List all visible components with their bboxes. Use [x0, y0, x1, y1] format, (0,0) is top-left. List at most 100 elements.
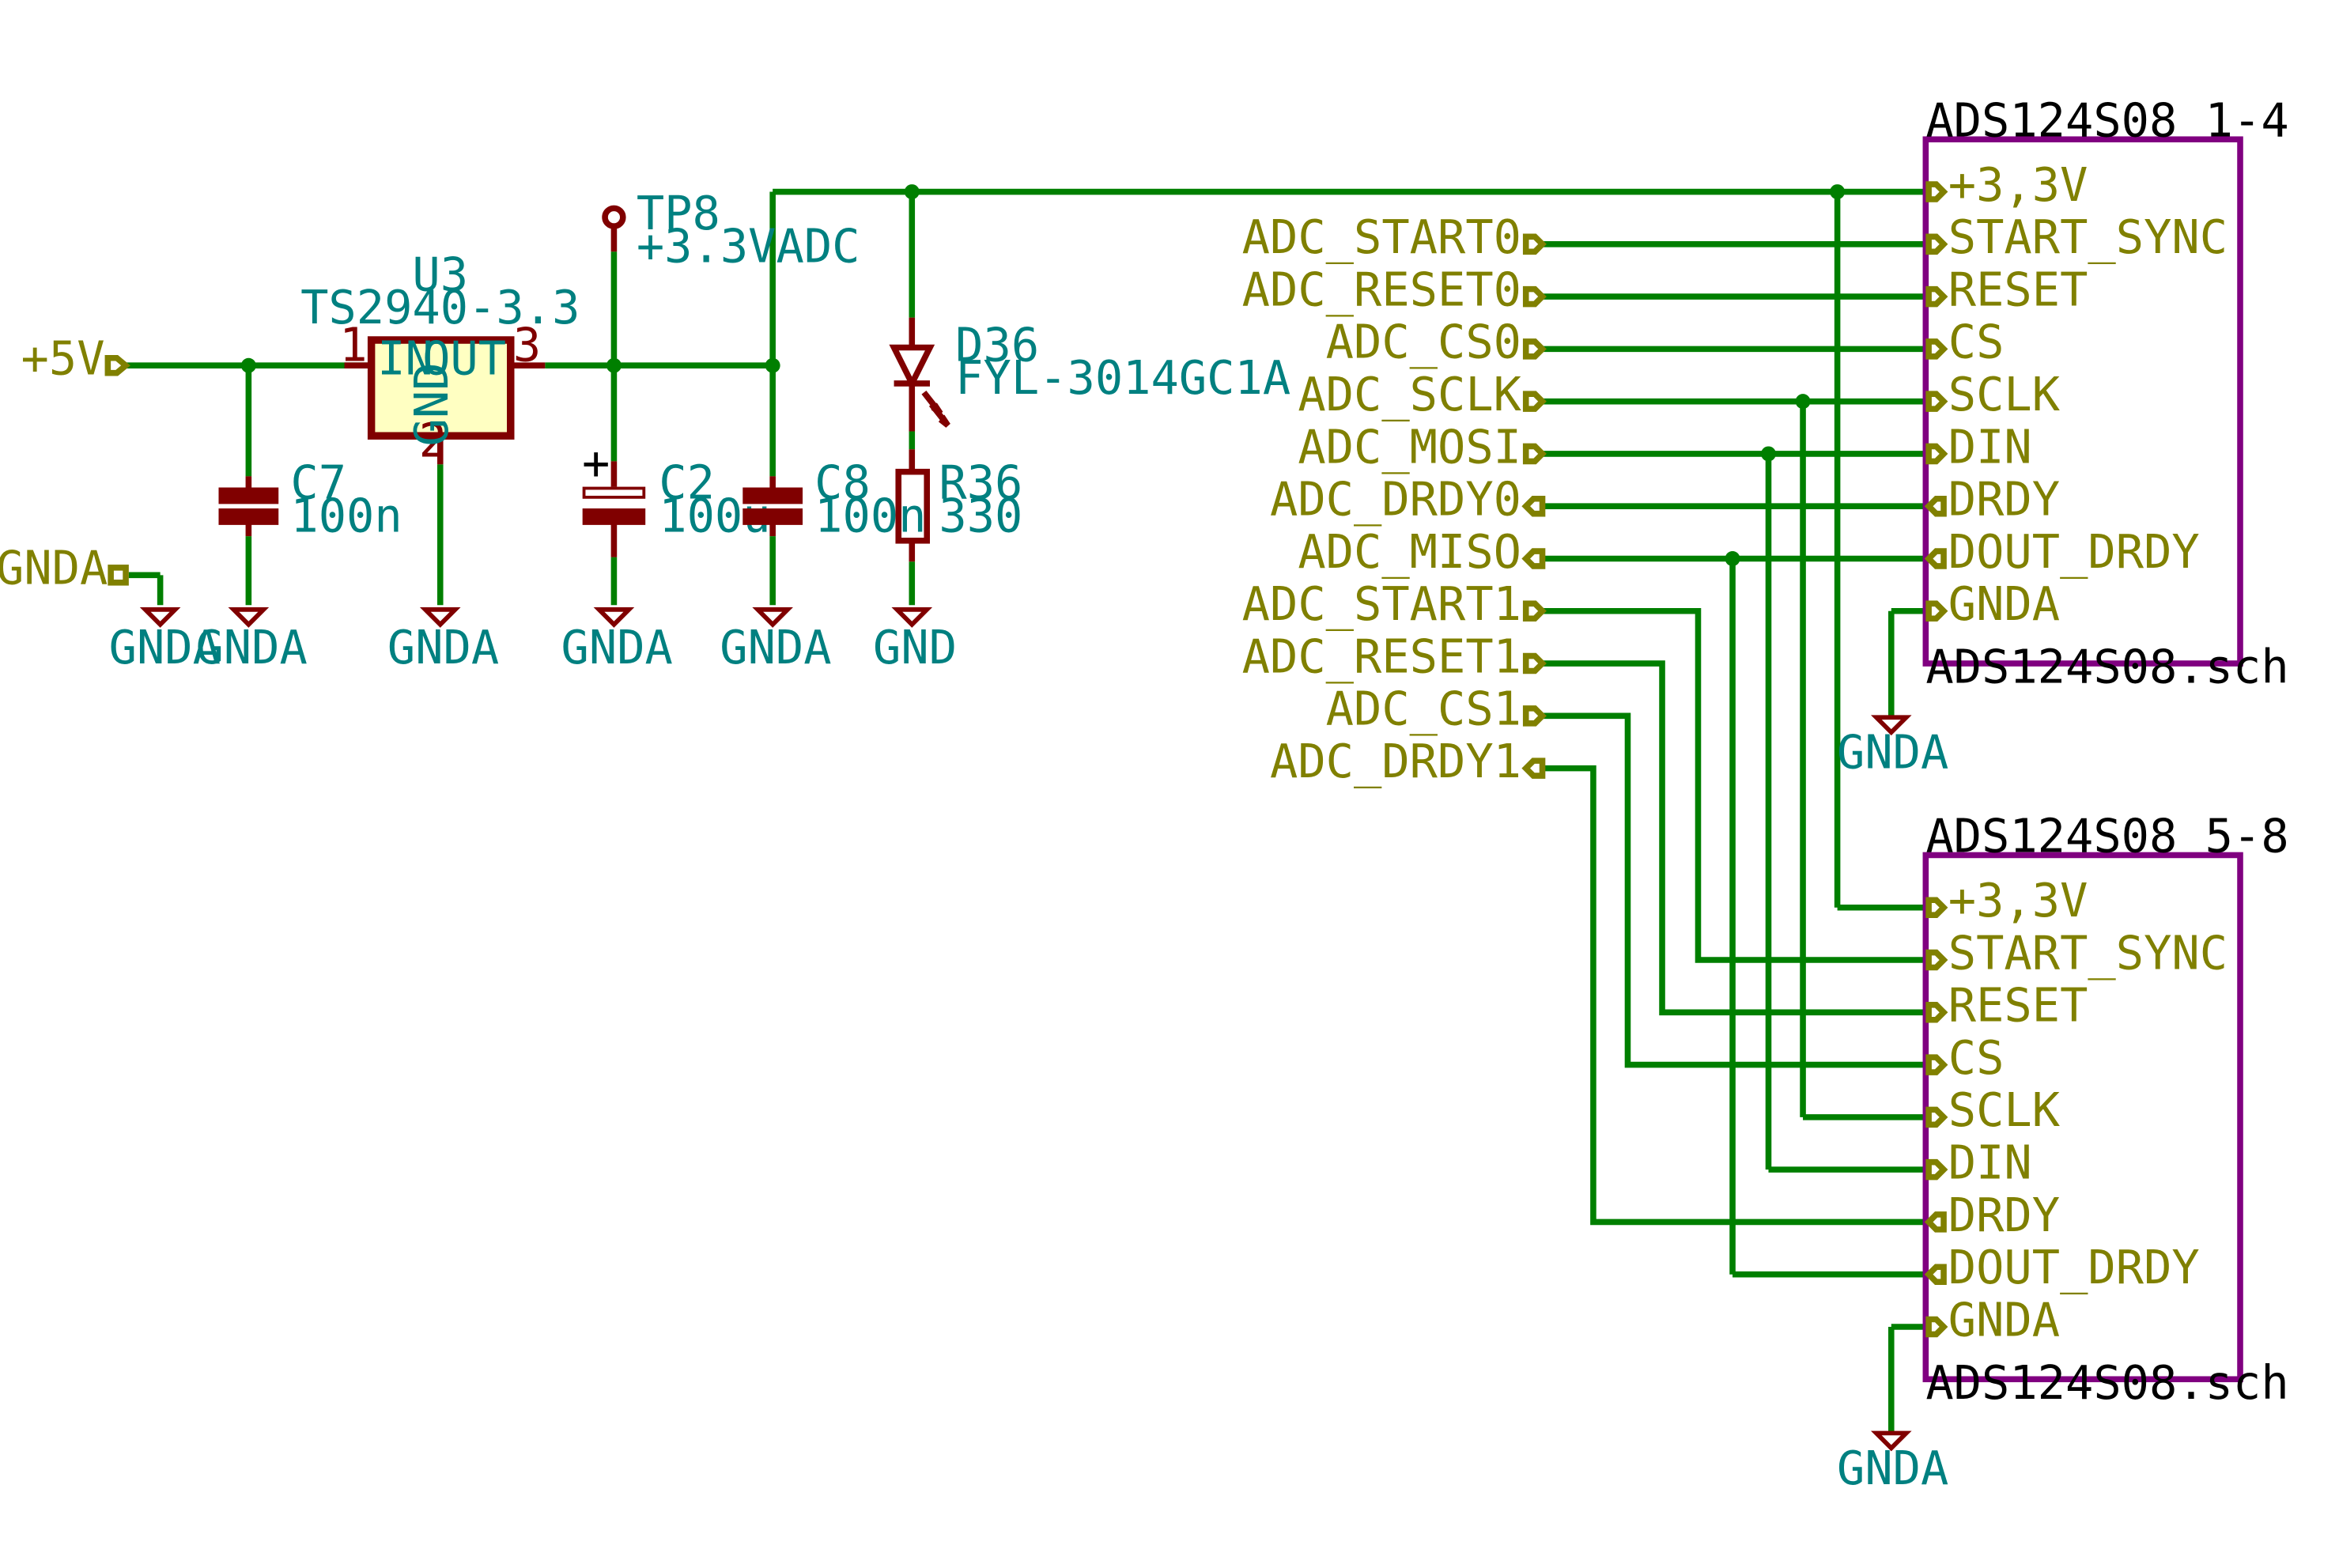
sheet-pin-2[interactable]: RESET — [1925, 263, 2088, 316]
port-arrow-icon — [1925, 233, 1948, 255]
junctions — [240, 184, 1846, 566]
hier-label-6[interactable]: ADC_MISO — [1298, 525, 1546, 579]
cap-c7-ref: C7 — [290, 456, 346, 510]
sheet-pin-1[interactable]: START_SYNC — [1925, 926, 2228, 980]
cap-polarity-mark: + — [582, 436, 610, 490]
sheet-pin-label: DRDY — [1948, 473, 2060, 527]
gnd-label: GND — [873, 621, 957, 674]
hier-label-text: ADC_CS1 — [1326, 682, 1521, 736]
gnda-symbol: GNDA — [1837, 1430, 1948, 1495]
pin-gnd-name: GND — [405, 362, 459, 446]
sheet-pin-label: +3,3V — [1948, 874, 2088, 928]
hier-label-5[interactable]: ADC_DRDY0 — [1270, 473, 1546, 527]
ground-icon — [139, 607, 181, 628]
gnda-flag-text: GNDA — [0, 542, 108, 595]
capacitor-c8[interactable]: C8 100n — [743, 456, 927, 543]
port-arrow-icon — [1522, 705, 1547, 727]
ground-icon — [593, 607, 635, 628]
hier-label-1[interactable]: ADC_RESET0 — [1242, 263, 1547, 316]
input-5v-label[interactable]: +5V — [21, 332, 130, 386]
capacitor-c2[interactable]: + C2 100u — [582, 436, 771, 557]
gnda-flag-label[interactable]: GNDA — [0, 542, 129, 595]
ground-icon — [1870, 715, 1912, 736]
port-arrow-icon — [104, 354, 130, 376]
hier-label-text: ADC_MOSI — [1298, 420, 1521, 474]
hier-label-3[interactable]: ADC_SCLK — [1298, 368, 1547, 421]
led-ref: D36 — [955, 319, 1039, 372]
sheet-pin-8[interactable]: GNDA — [1925, 577, 2060, 631]
sheet-pin-8[interactable]: GNDA — [1925, 1293, 2060, 1347]
sheet-pin-4[interactable]: SCLK — [1925, 1083, 2061, 1137]
port-arrow-icon — [1924, 548, 1947, 569]
port-arrow-icon — [1521, 548, 1546, 569]
sheet-pin-6[interactable]: DRDY — [1924, 473, 2060, 527]
testpoint-ref: TP8 — [637, 187, 720, 240]
ground-icon — [1870, 1430, 1912, 1452]
hier-label-2[interactable]: ADC_CS0 — [1326, 315, 1547, 369]
hier-label-9[interactable]: ADC_CS1 — [1326, 682, 1547, 736]
gnda-symbol: GNDA — [1837, 715, 1948, 780]
sheet-2[interactable]: ADS124S08 5-8 ADS124S08.sch +3,3VSTART_S… — [1837, 810, 2289, 1495]
sheet-pin-label: SCLK — [1948, 368, 2061, 421]
sheet-pin-label: DRDY — [1948, 1188, 2060, 1242]
hier-label-4[interactable]: ADC_MOSI — [1298, 420, 1547, 474]
junction-dot — [1761, 446, 1776, 462]
testpoint-value: +3.3VADC — [637, 220, 860, 274]
port-arrow-icon — [1924, 1264, 1947, 1285]
port-arrow-icon — [1925, 443, 1948, 465]
gnda-label: GNDA — [561, 621, 673, 674]
sheet-pin-0[interactable]: +3,3V — [1925, 874, 2088, 928]
cap-plate-polar-icon — [582, 486, 646, 499]
junction-dot — [240, 357, 256, 373]
port-arrow-icon — [1522, 233, 1547, 255]
capacitor-c7[interactable]: C7 100n — [218, 456, 402, 543]
port-arrow-icon — [1925, 1054, 1948, 1075]
sheet-pin-5[interactable]: DIN — [1925, 420, 2032, 474]
left-hier-labels: ADC_START0ADC_RESET0ADC_CS0ADC_SCLKADC_M… — [1242, 210, 1547, 788]
ground-icon — [228, 607, 270, 628]
sheet-pin-3[interactable]: CS — [1925, 315, 2005, 369]
port-arrow-icon — [1522, 443, 1547, 465]
sheet-pin-label: CS — [1948, 315, 2005, 369]
ground-icon — [752, 607, 793, 628]
sheet-pin-label: CS — [1948, 1031, 2005, 1085]
gnda-label: GNDA — [109, 621, 221, 674]
sheet-pin-4[interactable]: SCLK — [1925, 368, 2061, 421]
sheet-pin-label: START_SYNC — [1948, 210, 2228, 264]
sheet-pin-label: DOUT_DRDY — [1948, 525, 2200, 579]
led-d36[interactable]: D36 FYL-3014GC1A — [889, 317, 1291, 432]
hier-label-text: ADC_RESET1 — [1242, 629, 1521, 683]
sheet-pin-7[interactable]: DOUT_DRDY — [1924, 525, 2200, 579]
port-arrow-icon — [1925, 181, 1948, 202]
cap-c2-ref: C2 — [659, 456, 715, 510]
sheet-pin-2[interactable]: RESET — [1925, 979, 2088, 1033]
gnda-symbol: GNDA — [387, 607, 499, 674]
sheet-pin-5[interactable]: DIN — [1925, 1135, 2032, 1189]
port-arrow-icon — [1522, 338, 1547, 360]
regulator-u3[interactable]: U3 TS2940-3.3 1 IN 3 OUT 2 GND — [300, 248, 580, 468]
sheet-pin-3[interactable]: CS — [1925, 1031, 2005, 1085]
hier-label-text: ADC_MISO — [1298, 525, 1521, 579]
hier-label-text: ADC_CS0 — [1326, 315, 1521, 369]
port-arrow-icon — [1925, 1106, 1948, 1128]
sheet-pin-0[interactable]: +3,3V — [1925, 158, 2088, 212]
sheet-pin-label: START_SYNC — [1948, 926, 2228, 980]
hier-label-10[interactable]: ADC_DRDY1 — [1270, 735, 1546, 788]
pin-gnd-number: 2 — [419, 414, 447, 468]
gnda-label: GNDA — [720, 621, 831, 674]
testpoint-tp8[interactable]: TP8 +3.3VADC — [602, 187, 860, 274]
hier-label-7[interactable]: ADC_START1 — [1242, 577, 1547, 631]
pin-out-number: 3 — [513, 319, 541, 372]
sheet-pin-6[interactable]: DRDY — [1924, 1188, 2060, 1242]
sheet-pin-1[interactable]: START_SYNC — [1925, 210, 2228, 264]
hier-label-text: ADC_SCLK — [1298, 368, 1521, 421]
sheet-1[interactable]: ADS124S08 1-4 ADS124S08.sch +3,3VSTART_S… — [1837, 93, 2289, 779]
hier-label-8[interactable]: ADC_RESET1 — [1242, 629, 1547, 683]
cap-c8-ref: C8 — [814, 456, 871, 510]
port-arrow-icon — [1925, 1158, 1948, 1181]
pin-in-name: IN — [377, 332, 433, 386]
pin-in-number: 1 — [339, 319, 367, 372]
sheet-pin-7[interactable]: DOUT_DRDY — [1924, 1241, 2200, 1294]
hier-label-0[interactable]: ADC_START0 — [1242, 210, 1547, 264]
resistor-r36[interactable]: R36 330 — [895, 449, 1022, 562]
